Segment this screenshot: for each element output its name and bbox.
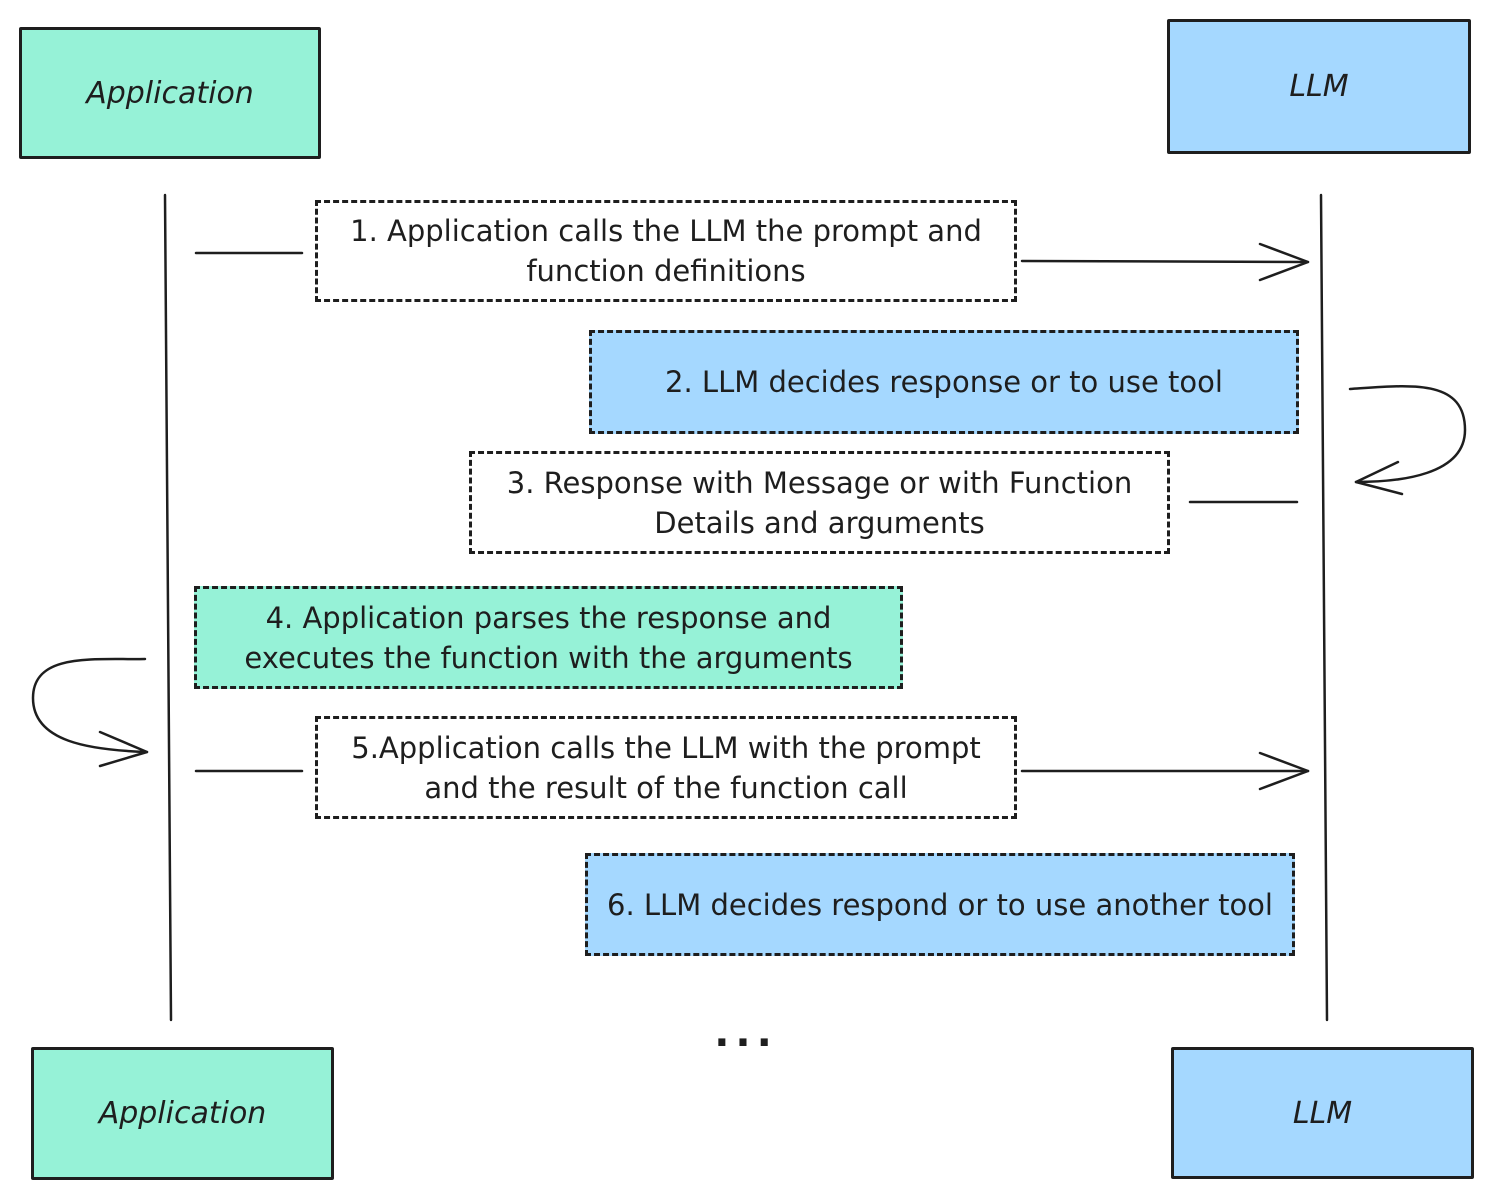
step-1-text: 1. Application calls the LLM the prompt … [350, 214, 982, 288]
application-actor-top: Application [19, 27, 321, 159]
step-2-text: 2. LLM decides response or to use tool [665, 365, 1223, 399]
step-6-message: 6. LLM decides respond or to use another… [585, 853, 1295, 956]
step-3-text: 3. Response with Message or with Functio… [506, 465, 1133, 540]
application-actor-label: Application [86, 75, 254, 111]
llm-lifeline [1319, 193, 1329, 1022]
step1-arrow-head [1258, 242, 1310, 282]
step-6-text: 6. LLM decides respond or to use another… [607, 887, 1273, 922]
step4-loop-head [98, 730, 149, 768]
step-4-message: 4. Application parses the response and e… [194, 586, 903, 689]
llm-actor-top: LLM [1167, 19, 1471, 154]
step-4-text: 4. Application parses the response and e… [244, 600, 853, 675]
step-3-message: 3. Response with Message or with Functio… [469, 451, 1170, 554]
step-2-message: 2. LLM decides response or to use tool [589, 330, 1299, 434]
step4-loop-arrow [31, 657, 149, 754]
step-5-message: 5.Application calls the LLM with the pro… [315, 716, 1017, 819]
step-5-text: 5.Application calls the LLM with the pro… [351, 730, 981, 805]
step1-arrow-line [1020, 259, 1310, 264]
step2-loop-arrow [1348, 385, 1467, 484]
application-actor-bottom: Application [31, 1047, 334, 1180]
step5-arrow-head [1258, 751, 1310, 791]
llm-actor-label: LLM [1289, 69, 1349, 104]
continuation-ellipsis: ... [714, 1010, 778, 1056]
application-actor-label-bottom: Application [98, 1096, 267, 1131]
step2-loop-head [1354, 460, 1404, 496]
llm-actor-bottom: LLM [1171, 1047, 1474, 1179]
application-lifeline [163, 193, 173, 1022]
llm-actor-label-bottom: LLM [1292, 1095, 1353, 1131]
step-1-message: 1. Application calls the LLM the prompt … [315, 200, 1017, 302]
